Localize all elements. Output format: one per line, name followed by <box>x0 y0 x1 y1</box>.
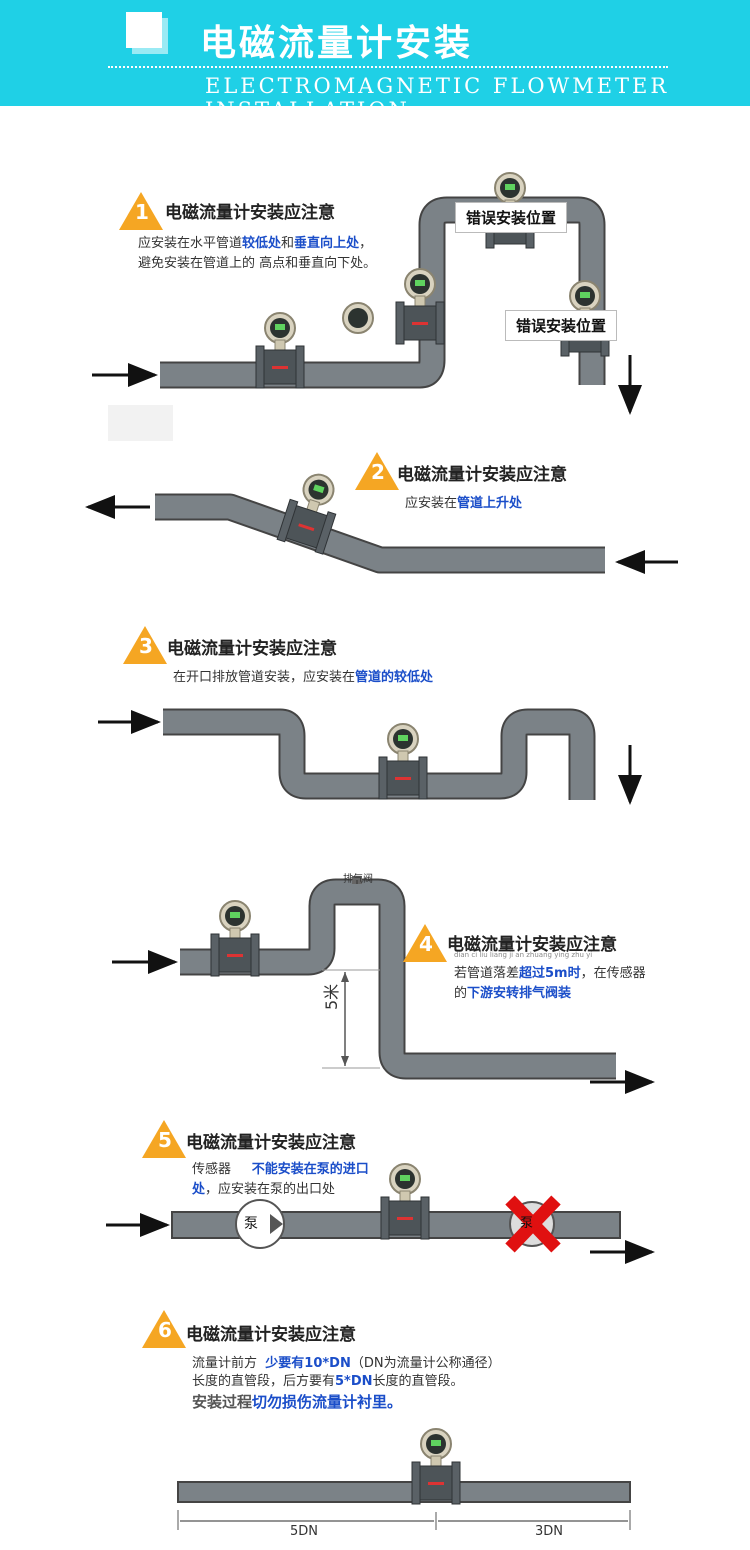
wrong-position-label-top: 错误安装位置 <box>455 202 568 233</box>
section-4-pinyin: dian ci liu liang ji an zhuang ying zhu … <box>454 951 593 959</box>
section-3-title: 电磁流量计安装应注意 <box>167 639 337 659</box>
header-square-icon <box>126 12 162 48</box>
pump-label-wrong: 泵 <box>520 1216 534 1231</box>
section-1-text: 应安装在水平管道较低处和垂直向上处，避免安装在管道上的 高点和垂直向下处。 <box>138 236 377 271</box>
section-6-title: 电磁流量计安装应注意 <box>186 1325 356 1345</box>
section-5-title: 电磁流量计安装应注意 <box>186 1133 356 1153</box>
dim-right-label: 3DN <box>535 1524 564 1539</box>
section-6-line1: 流量计前方 少要有10*DN（DN为流量计公称通径） <box>192 1356 501 1371</box>
section-6-line3: 安装过程切勿损伤流量计衬里。 <box>192 1393 403 1411</box>
section-1-diagram <box>92 172 642 441</box>
page-subtitle: ELECTROMAGNETIC FLOWMETER INSTALLATION <box>205 74 670 122</box>
valve-label: 排气阀 <box>343 874 373 885</box>
height-label: 5米 <box>322 983 341 1010</box>
section-1-title: 电磁流量计安装应注意 <box>165 203 335 223</box>
section-2-text: 应安装在管道上升处 <box>405 496 523 511</box>
dim-left-label: 5DN <box>290 1524 319 1539</box>
badge-2-number: 2 <box>371 460 385 484</box>
section-2-title: 电磁流量计安装应注意 <box>397 465 567 485</box>
header-banner: 电磁流量计安装 ELECTROMAGNETIC FLOWMETER INSTAL… <box>0 0 750 122</box>
section-6-diagram <box>177 1428 631 1530</box>
section-3-text: 在开口排放管道安装，应安装在管道的较低处 <box>173 670 434 685</box>
section-3-diagram <box>98 708 642 805</box>
badge-1-number: 1 <box>135 200 149 224</box>
wrong-position-label-right: 错误安装位置 <box>505 310 618 341</box>
badge-4-number: 4 <box>419 932 433 956</box>
section-4-diagram <box>112 876 655 1094</box>
pump-label: 泵 <box>244 1216 258 1232</box>
section-5-text: 传感器 不能安装在泵的进口处，应安装在泵的出口处 <box>192 1162 369 1197</box>
badge-3-number: 3 <box>139 634 153 658</box>
section-2-diagram <box>85 466 678 574</box>
section-4-title: 电磁流量计安装应注意 <box>447 935 617 955</box>
title-divider <box>108 66 668 68</box>
section-6-line2: 长度的直管段，后方要有5*DN长度的直管段。 <box>192 1374 464 1389</box>
section-5-diagram <box>106 1163 655 1264</box>
badge-6-number: 6 <box>158 1318 172 1342</box>
section-4-text: 若管道落差超过5m时，在传感器的下游安转排气阀装 <box>454 966 646 1001</box>
badge-5-number: 5 <box>158 1128 172 1152</box>
page-title: 电磁流量计安装 <box>200 22 474 64</box>
